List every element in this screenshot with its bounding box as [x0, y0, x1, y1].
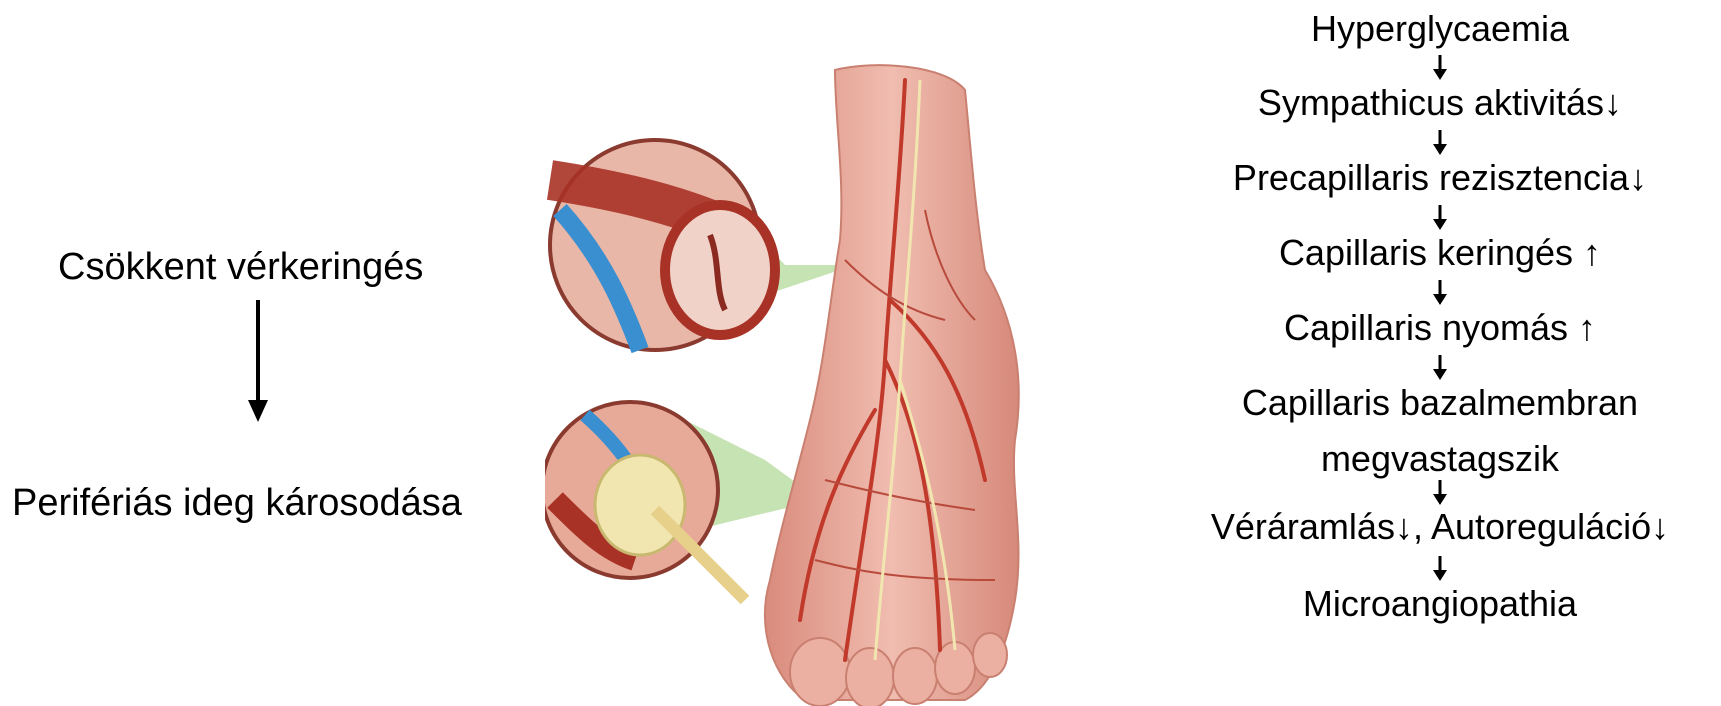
flow-arrow-3 [1431, 205, 1449, 231]
left-cause-label: Csökkent vérkeringés [58, 246, 423, 289]
flow-step-precapillaris: Precapillaris rezisztencia↓ [1233, 157, 1647, 199]
flow-arrow-4 [1431, 280, 1449, 306]
flow-arrow-5 [1431, 355, 1449, 381]
artery-cross-section-magnifier [550, 140, 775, 350]
left-effect-label: Perifériás ideg károsodása [12, 482, 462, 525]
flow-step-capillaris-keringes: Capillaris keringés ↑ [1279, 232, 1601, 274]
flow-arrow-2 [1431, 130, 1449, 156]
flow-step-bazalmembran: Capillaris bazalmembran [1242, 382, 1638, 424]
flow-step-capillaris-nyomas: Capillaris nyomás ↑ [1284, 307, 1596, 349]
left-down-arrow [248, 300, 268, 425]
foot-circulation-illustration [545, 60, 1125, 706]
flow-arrow-1 [1431, 55, 1449, 81]
flow-step-megvastagszik: megvastagszik [1321, 438, 1559, 480]
flow-step-sympathicus: Sympathicus aktivitás↓ [1258, 82, 1622, 124]
flow-arrow-7 [1431, 556, 1449, 582]
flow-arrow-6 [1431, 480, 1449, 506]
flow-step-hyperglycaemia: Hyperglycaemia [1311, 8, 1569, 50]
nerve-magnifier [545, 402, 745, 600]
flow-step-microangiopathia: Microangiopathia [1303, 583, 1577, 625]
flow-step-veraramlas: Véráramlás↓, Autoreguláció↓ [1211, 506, 1669, 548]
